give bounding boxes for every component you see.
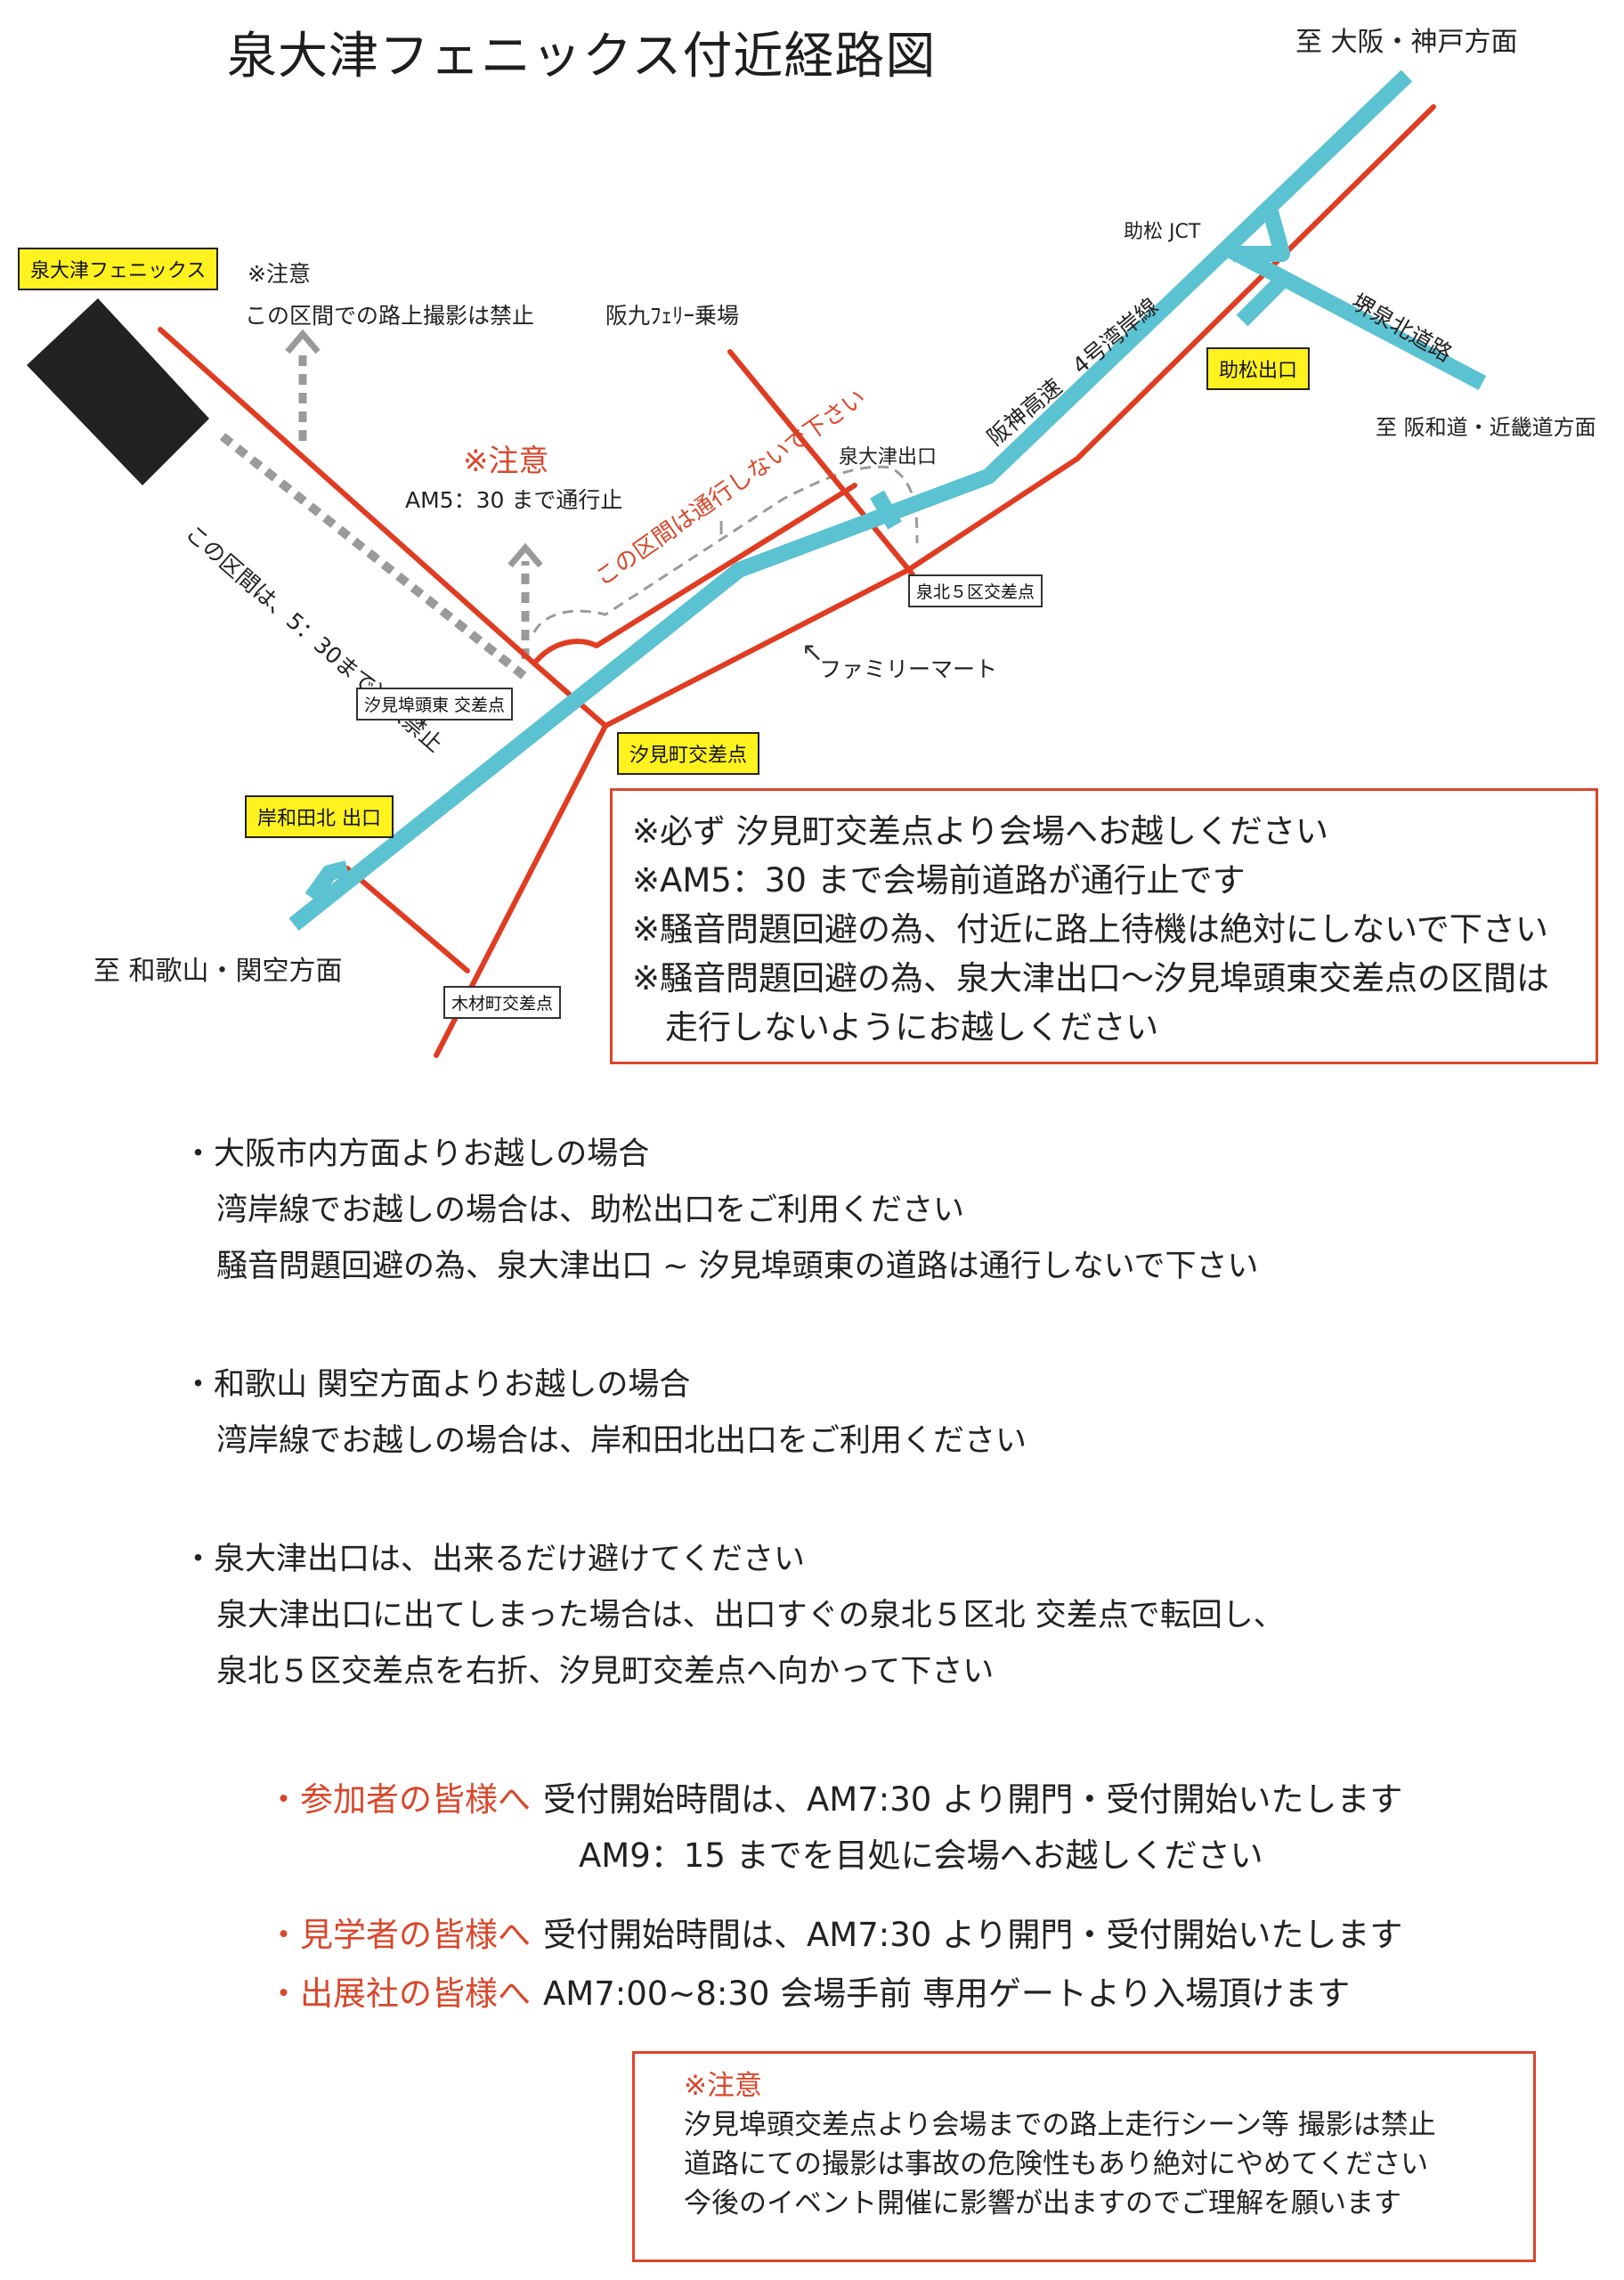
notice-line: 走行しないようにお越しください	[632, 1008, 1159, 1046]
guest-text: AM7:00~8:30 会場手前 専用ゲートより入場頂けます	[543, 1975, 1351, 2013]
guest-participants: ・参加者の皆様へ受付開始時間は、AM7:30 より開門・受付開始いたします	[267, 1772, 1402, 1820]
guest-head: ・出展社の皆様へ	[267, 1975, 531, 2013]
instructions: ・大阪市内方面よりお越しの場合 湾岸線でお越しの場合は、助松出口をご利用ください…	[183, 1127, 1518, 1763]
page-title: 泉大津フェニックス付近経路図	[227, 28, 937, 86]
guest-text: 受付開始時間は、AM7:30 より開門・受付開始いたします	[543, 1780, 1403, 1819]
to-osaka-label: 至 大阪・神戸方面	[1295, 27, 1518, 58]
guest-text: 受付開始時間は、AM7:30 より開門・受付開始いたします	[543, 1916, 1403, 1954]
kizaimachi-label: 木材町交差点	[443, 986, 562, 1019]
caution-box-line: 汐見埠頭交差点より会場までの路上走行シーン等 撮影は禁止	[684, 2109, 1436, 2141]
shiomifuto-label: 汐見埠頭東 交差点	[356, 688, 514, 721]
caution2-head: ※注意	[463, 444, 549, 479]
instruction-line: 泉大津出口に出てしまった場合は、出口すぐの泉北５区北 交差点で転回し、	[216, 1598, 1285, 1633]
caution-box-line: 今後のイベント開催に影響が出ますのでご理解を願います	[684, 2187, 1401, 2219]
dashed-routes	[219, 329, 919, 680]
instruction-head: ・和歌山 関空方面よりお越しの場合	[183, 1367, 691, 1403]
shiomicho-label: 汐見町交差点	[617, 732, 760, 775]
notice-line: ※必ず 汐見町交差点より会場へお越しください	[632, 812, 1329, 851]
caution-head: ※注意	[248, 261, 311, 287]
instruction-head: ・大阪市内方面よりお越しの場合	[183, 1136, 650, 1172]
venue-building	[27, 298, 209, 485]
instruction-wakayama: ・和歌山 関空方面よりお越しの場合 湾岸線でお越しの場合は、岸和田北出口をご利用…	[183, 1357, 1518, 1470]
kishiwada-exit-label: 岸和田北 出口	[245, 795, 394, 838]
caution-box-line: 道路にての撮影は事故の危険性もあり絶対にやめてください	[684, 2148, 1429, 2180]
ferry-label: 阪九ﾌｪﾘｰ乗場	[605, 303, 740, 329]
familymart-label: ファミリーマート	[819, 656, 998, 682]
instruction-head: ・泉大津出口は、出来るだけ避けてください	[183, 1542, 805, 1577]
guest-head: ・見学者の皆様へ	[267, 1916, 531, 1954]
instruction-line: 泉北５区交差点を右折、汐見町交差点へ向かって下さい	[216, 1654, 995, 1690]
sukematsu-exit-label: 助松出口	[1206, 347, 1311, 390]
guest-head: ・参加者の皆様へ	[267, 1780, 531, 1819]
guest-visitors: ・見学者の皆様へ受付開始時間は、AM7:30 より開門・受付開始いたします	[267, 1908, 1402, 1956]
instruction-line: 湾岸線でお越しの場合は、岸和田北出口をご利用ください	[216, 1423, 1027, 1459]
arrow-up-icon: ↖	[801, 637, 824, 668]
guest-exhibitors: ・出展社の皆様へ AM7:00~8:30 会場手前 専用ゲートより入場頂けます	[267, 1966, 1350, 2015]
notice-line: ※騒音問題回避の為、付近に路上待機は絶対にしないで下さい	[632, 910, 1548, 949]
to-hanwa-label: 至 阪和道・近畿道方面	[1376, 415, 1596, 440]
caution-text: この区間での路上撮影は禁止	[245, 303, 535, 329]
sukematsu-jct-label: 助松 JCT	[1124, 221, 1201, 243]
notice-line: ※騒音問題回避の為、泉大津出口〜汐見埠頭東交差点の区間は	[632, 959, 1550, 998]
senboku5-label: 泉北５区交差点	[908, 574, 1043, 607]
instruction-line: 湾岸線でお越しの場合は、助松出口をご利用ください	[216, 1193, 965, 1228]
expressway	[288, 69, 1487, 932]
venue-label: 泉大津フェニックス	[18, 248, 219, 290]
instruction-osaka: ・大阪市内方面よりお越しの場合 湾岸線でお越しの場合は、助松出口をご利用ください…	[183, 1127, 1518, 1295]
caution-box-title: ※注意	[684, 2070, 762, 2102]
izumiotsu-exit-label: 泉大津出口	[839, 446, 938, 468]
notice-line: ※AM5：30 まで会場前道路が通行止です	[632, 861, 1246, 900]
to-wakayama-label: 至 和歌山・関空方面	[93, 956, 343, 987]
caution2-text: AM5：30 まで通行止	[405, 487, 623, 513]
notice-box: ※必ず 汐見町交差点より会場へお越しください ※AM5：30 まで会場前道路が通…	[610, 788, 1598, 1064]
caution-box: ※注意 汐見埠頭交差点より会場までの路上走行シーン等 撮影は禁止 道路にての撮影…	[632, 2051, 1536, 2262]
guest-participants-2: AM9：15 までを目処に会場へお越しください	[579, 1836, 1263, 1875]
instruction-izumiotsu: ・泉大津出口は、出来るだけ避けてください 泉大津出口に出てしまった場合は、出口す…	[183, 1532, 1518, 1700]
instruction-line: 騒音問題回避の為、泉大津出口 ~ 汐見埠頭東の道路は通行しないで下さい	[216, 1249, 1259, 1284]
